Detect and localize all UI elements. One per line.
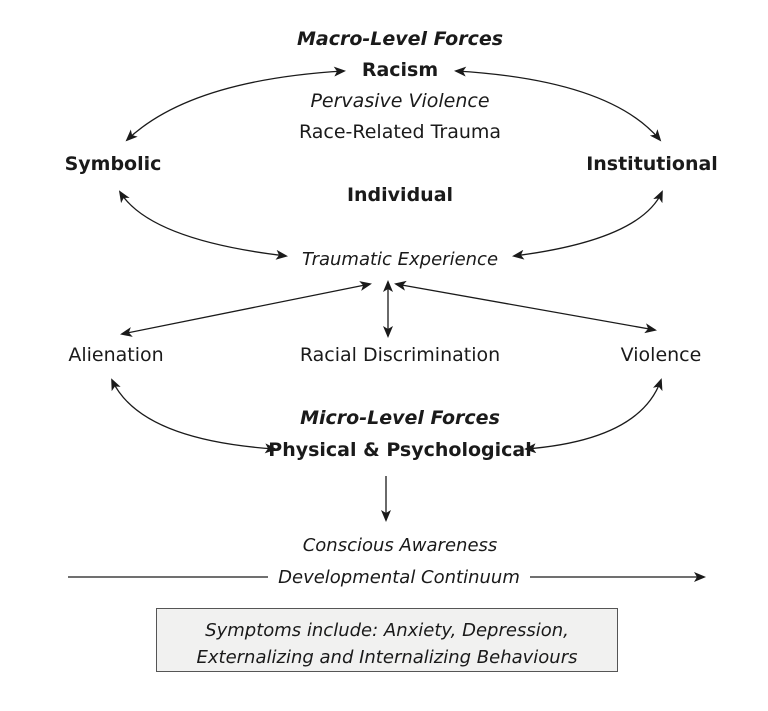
traumatic-experience-label: Traumatic Experience — [301, 249, 499, 270]
arrow-violence-physical — [524, 378, 663, 454]
arrow-institutional-traumatic — [512, 190, 663, 260]
race-related-trauma-label: Race-Related Trauma — [298, 121, 502, 143]
arrow-racism-institutional — [454, 66, 662, 142]
alienation-label: Alienation — [68, 344, 164, 366]
arrow-traumatic-violence — [394, 280, 657, 334]
macro-title: Macro-Level Forces — [296, 28, 504, 50]
symbolic-label: Symbolic — [64, 153, 162, 175]
arrow-alienation-physical — [111, 378, 277, 454]
institutional-label: Institutional — [586, 153, 718, 175]
arrow-racism-symbolic — [125, 66, 346, 142]
conscious-awareness-label: Conscious Awareness — [302, 535, 498, 556]
physical-psychological-label: Physical & Psychological — [268, 439, 532, 461]
racism-label: Racism — [361, 59, 439, 81]
developmental-continuum-label: Developmental Continuum — [278, 567, 520, 588]
symptoms-line-1: Symptoms include: Anxiety, Depression, — [205, 620, 569, 641]
symptoms-line-2: Externalizing and Internalizing Behaviou… — [196, 647, 578, 668]
micro-title: Micro-Level Forces — [300, 407, 500, 429]
individual-label: Individual — [346, 184, 454, 206]
symptoms-box: Symptoms include: Anxiety, Depression, E… — [156, 608, 618, 672]
pervasive-violence-label: Pervasive Violence — [310, 90, 490, 112]
racial-discrimination-label: Racial Discrimination — [299, 344, 501, 366]
arrow-traumatic-alienation — [120, 281, 372, 337]
violence-label: Violence — [620, 344, 702, 366]
arrow-symbolic-traumatic — [118, 190, 288, 260]
